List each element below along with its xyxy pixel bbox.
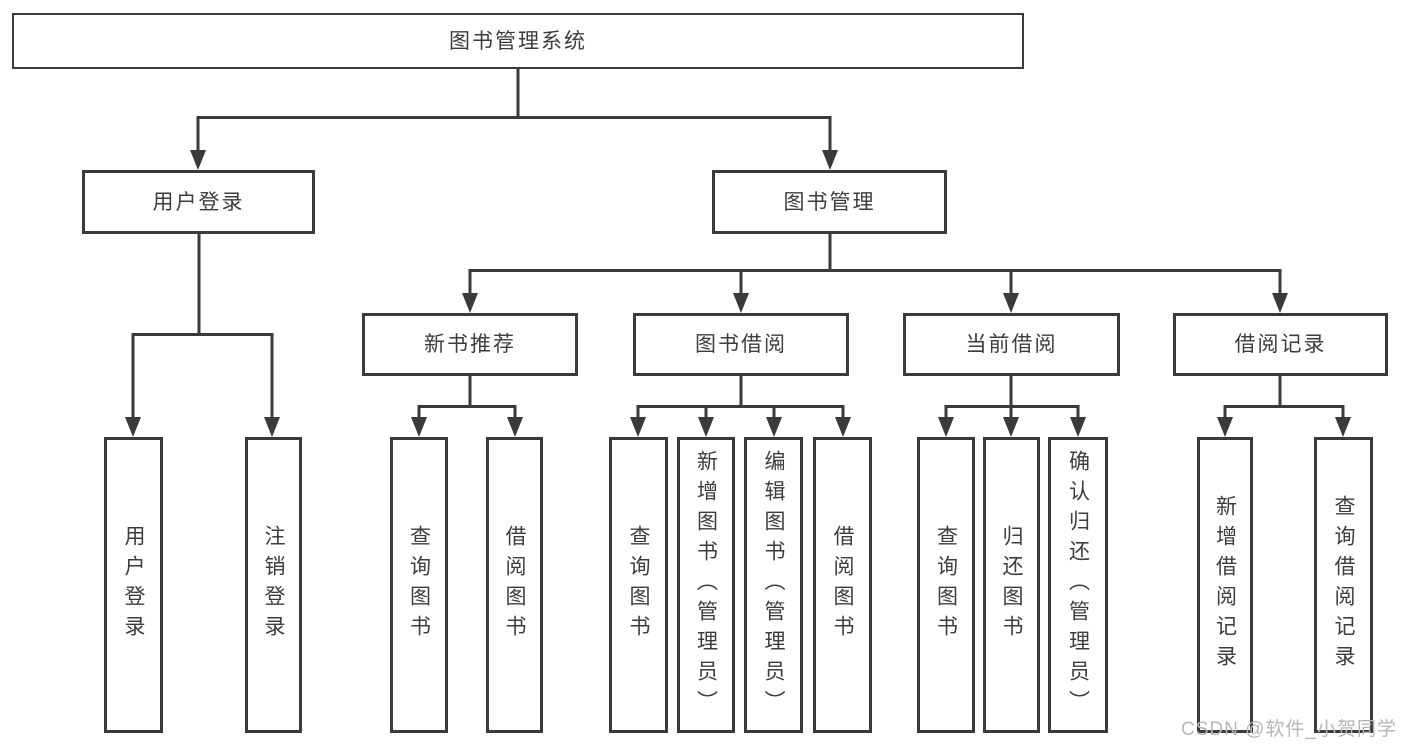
node-cb-query-books: 查询图书 bbox=[917, 437, 975, 733]
node-borrow-record: 借阅记录 bbox=[1173, 313, 1388, 376]
node-br-query-record: 查询借阅记录 bbox=[1314, 437, 1373, 733]
node-cb-confirm-return-admin: 确认归还（管理员） bbox=[1048, 437, 1108, 733]
node-new-book-recommend: 新书推荐 bbox=[362, 313, 578, 376]
node-bb-query-books: 查询图书 bbox=[609, 437, 668, 733]
node-current-borrow: 当前借阅 bbox=[903, 313, 1120, 376]
node-library-management-system: 图书管理系统 bbox=[12, 13, 1024, 69]
csdn-watermark: CSDN @软件_小贺同学 bbox=[1181, 719, 1397, 740]
node-book-borrow: 图书借阅 bbox=[633, 313, 849, 376]
node-logout: 注销登录 bbox=[245, 437, 302, 733]
node-bb-add-books-admin: 新增图书（管理员） bbox=[677, 437, 735, 733]
node-user-login: 用户登录 bbox=[104, 437, 163, 733]
node-nb-query-books: 查询图书 bbox=[390, 437, 448, 733]
node-bb-borrow-books: 借阅图书 bbox=[813, 437, 872, 733]
node-book-management: 图书管理 bbox=[712, 170, 947, 234]
node-br-add-record: 新增借阅记录 bbox=[1197, 437, 1253, 733]
node-cb-return-books: 归还图书 bbox=[983, 437, 1040, 733]
node-nb-borrow-books: 借阅图书 bbox=[486, 437, 543, 733]
node-bb-edit-books-admin: 编辑图书（管理员） bbox=[744, 437, 803, 733]
node-user-login-branch: 用户登录 bbox=[82, 170, 315, 234]
